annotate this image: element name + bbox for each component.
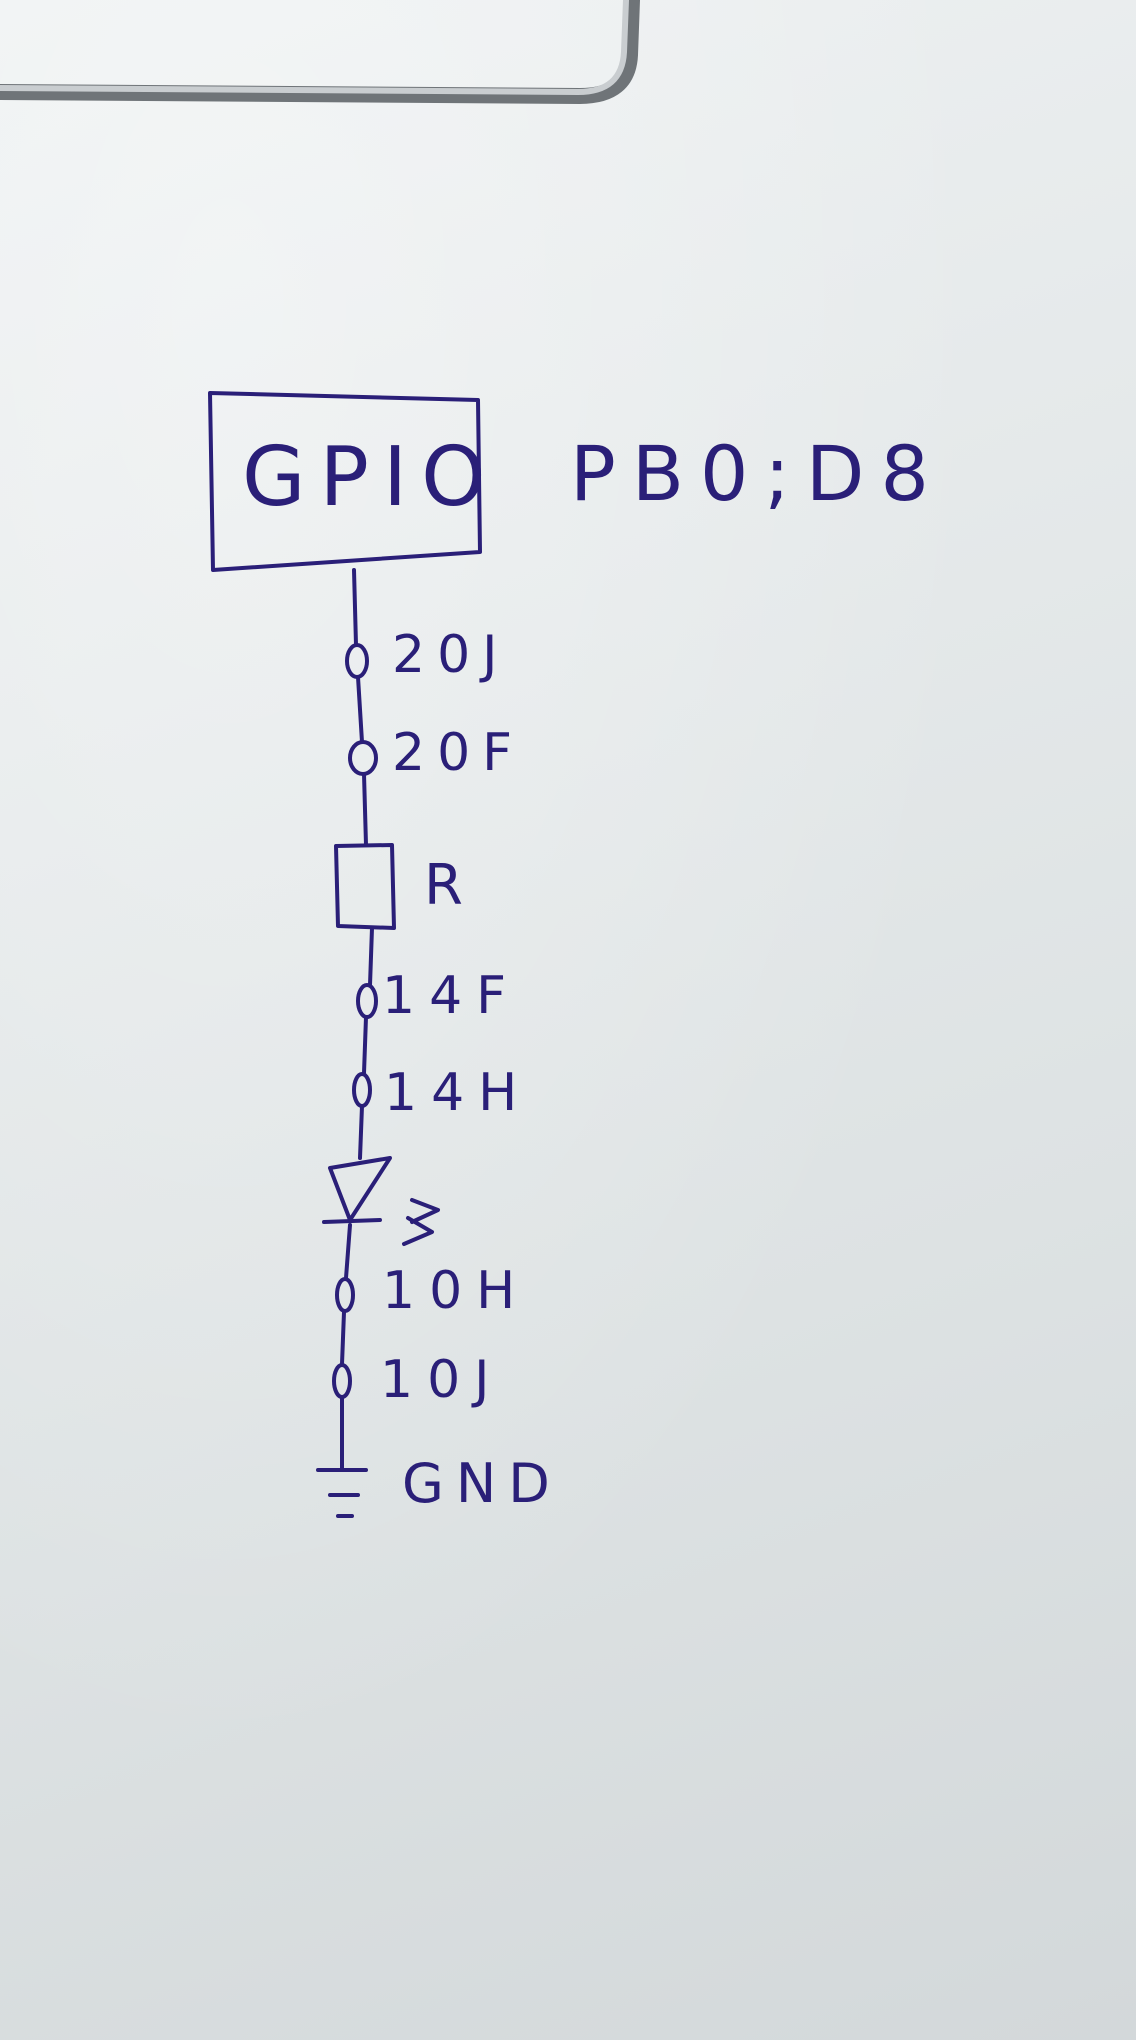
gpio-label: GPIO	[242, 430, 500, 525]
node-circle	[332, 1363, 352, 1399]
node-label-10h: 10H	[382, 1261, 529, 1321]
circuit-wires	[340, 568, 374, 1470]
ground-symbol: GND	[316, 1452, 562, 1518]
gpio-block: GPIO	[208, 391, 500, 572]
node-circle	[345, 643, 369, 679]
ground-label: GND	[402, 1452, 562, 1515]
paper-clip-wire	[0, 0, 640, 105]
node-label-20f: 20F	[392, 723, 524, 783]
node-circle	[348, 740, 378, 776]
node-markers	[332, 643, 378, 1399]
node-label-14f: 14F	[382, 966, 520, 1026]
node-label-10j: 10J	[380, 1350, 504, 1410]
node-circle	[356, 983, 378, 1019]
node-label-14h: 14H	[384, 1063, 531, 1123]
resistor-symbol: R	[334, 843, 463, 930]
node-circle	[335, 1277, 355, 1313]
led-symbol	[322, 1156, 440, 1246]
resistor-label: R	[424, 853, 463, 918]
pin-label: PB0;D8	[570, 429, 945, 518]
node-labels: 20J 20F 14F 14H 10H 10J	[380, 625, 531, 1410]
node-label-20j: 20J	[392, 625, 510, 685]
node-circle	[352, 1072, 372, 1108]
